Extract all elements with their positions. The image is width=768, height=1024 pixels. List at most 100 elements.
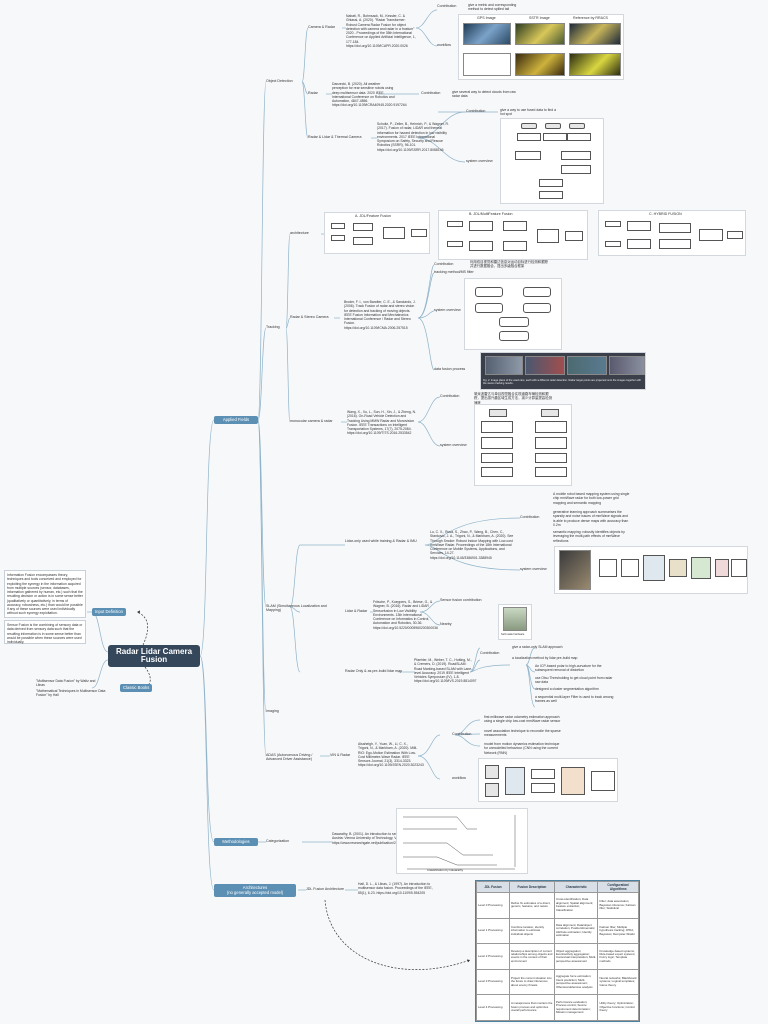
- label-workflow-2: workflow: [452, 776, 466, 780]
- table-header: Configuration/ Algorithms: [597, 881, 639, 893]
- table-cell: Knowledge-based systems; Rule-based expe…: [597, 943, 639, 970]
- node-radar[interactable]: Radar: [308, 91, 318, 95]
- contrib-adas-3: model from motion dynamics estimation te…: [484, 742, 560, 755]
- table-cell: Kalman filter; Multiple hypothesis track…: [597, 917, 639, 945]
- branch-methodologies[interactable]: Methodologies: [214, 838, 258, 846]
- contrib-lidar-cam-2: generative learning approach summarises …: [553, 510, 629, 527]
- node-input-definition[interactable]: Input Definition: [92, 608, 126, 616]
- label-contribution-3: Contribution: [466, 109, 486, 113]
- table-cell: Filter; data association; Bayesian infer…: [597, 892, 639, 919]
- label-contribution-1: Contribution: [437, 4, 457, 8]
- table-cell: Project the current situation into the f…: [508, 968, 555, 996]
- table-row: Level 1 Processing Combine location, ide…: [476, 917, 639, 945]
- label-contribution-8: Contribution: [452, 732, 472, 736]
- dasarathy-axis-label: Classification by Dasarathy: [427, 868, 464, 872]
- label-tracking-method: tracking method/MS filter: [434, 270, 474, 274]
- node-adas[interactable]: ADAS (Autonomous Driving / Advanced Driv…: [266, 753, 313, 761]
- contrib-lidar-cam-1: A mobile robot based mapping system usin…: [553, 492, 630, 505]
- node-slam[interactable]: SLAM (Simultaneous Localization and Mapp…: [266, 604, 327, 612]
- node-adas-sensor[interactable]: VIN & Radar: [330, 753, 351, 757]
- label-workflow-1: workflow: [437, 43, 451, 47]
- branch-architectures[interactable]: Architectures (no generally accepted mod…: [214, 884, 296, 897]
- jdl-table: JDL Fusion Fusion Description Characteri…: [475, 880, 640, 1022]
- table-row: Level 0 Processing Refine fix estimates …: [476, 892, 639, 919]
- tile-label: SSTR Image: [529, 16, 550, 20]
- contrib-radar-gps-5: designed a cluster segmentation algorith…: [535, 687, 599, 691]
- figure-arch-a: A. JDL/Feature Fusion: [324, 212, 430, 254]
- information-fusion-note: Information Fusion encompasses theory, t…: [4, 570, 86, 618]
- ref-jdl: Hall, D. L., & Llinas, J. (1997). An int…: [358, 882, 433, 895]
- table-row: Level 3 Processing Project the current s…: [476, 968, 639, 996]
- figure-arch-b: B. JDL/MultiFeature Fusion: [438, 210, 588, 260]
- label-system-overview-1: system overview: [466, 159, 493, 163]
- arch-title: B. JDL/MultiFeature Fusion: [469, 212, 513, 216]
- ref-radar-stereo: Broder, F. I., von Bandter, C. E., & San…: [344, 300, 416, 330]
- label-sensor-fusion-contribution: Sensor fusion contribution: [440, 598, 482, 602]
- figure-data-fusion-process: Fig. 2. Image plane of the used cars, ea…: [480, 352, 646, 390]
- node-categorization[interactable]: Categorization: [266, 839, 290, 843]
- table-cell: Utility theory; Optimization; Objective …: [597, 994, 639, 1021]
- node-camera-radar[interactable]: Camera & Radar: [308, 25, 335, 29]
- table-row: Level 4 Processing A metaprocess that mo…: [476, 994, 639, 1021]
- table-cell: Level 4 Processing: [476, 994, 510, 1021]
- table-cell: Performance evaluation; Process control;…: [553, 994, 599, 1021]
- table-cell: Level 0 Processing: [476, 892, 510, 919]
- contrib-radar-gps-4: use Otsu Thresholding to get cloud point…: [535, 676, 613, 685]
- table-header: Characteristic: [553, 881, 599, 893]
- root-topic[interactable]: Radar Lidar Camera Fusion: [108, 645, 200, 667]
- node-lidar-cam[interactable]: Lidar-only used while training & Radar &…: [345, 539, 417, 543]
- label-contribution-7: Contribution: [480, 651, 500, 655]
- table-cell: Object aggregation; Event/activity aggre…: [553, 943, 599, 970]
- figure-camera-radar-workflow: GPS Image SSTR Image Reference by RRACS: [458, 14, 624, 80]
- table-cell: A metaprocess that monitors the fusion p…: [508, 994, 555, 1021]
- label-system-overview-4: system overview: [520, 567, 547, 571]
- contrib-radar-gps-2: a localization method by lidar pre-build…: [512, 656, 578, 660]
- node-lidar-radar[interactable]: Lidar & Radar: [345, 609, 368, 613]
- table-cell: Data alignment; Data/object correlation;…: [553, 917, 599, 945]
- contrib-radar-stereo: 利用双目视觉和雷达信息对运动目标进行检测和跟踪并进行数据融合，提出多级融合框架: [470, 260, 548, 269]
- figure-slam-system-overview: [554, 546, 748, 594]
- classic-book-1: "Multisensor Data Fusion" by Waltz and L…: [36, 679, 96, 688]
- node-tracking[interactable]: Tracking: [266, 325, 280, 329]
- table-cell: Combine location, identity information t…: [508, 917, 555, 945]
- label-nearby: Nearby: [440, 622, 452, 626]
- arch-title: A. JDL/Feature Fusion: [355, 214, 391, 218]
- table-cell: Level 3 Processing: [476, 968, 510, 996]
- label-system-overview-2: system overview: [434, 308, 461, 312]
- figure-adas-workflow: [478, 758, 618, 802]
- node-radar-lidar-thermal[interactable]: Radar & Lidar & Thermal Camera: [308, 135, 362, 139]
- tile-label: GPS Image: [477, 16, 496, 20]
- label-system-overview-3: system overview: [440, 443, 467, 447]
- table-header: JDL Fusion: [476, 881, 510, 893]
- ref-radar-lidar-thermal: Schultz, P., Zeller, B., Heinrich, P., &…: [377, 122, 449, 152]
- contrib-lidar-cam-3: semantic mapping: robustly identifies ob…: [553, 530, 625, 543]
- node-jdl[interactable]: JDL Fusion Architecture: [306, 887, 345, 891]
- contrib-adas-1: first milliwave radar odometry estimatio…: [484, 715, 561, 724]
- node-mono-radar[interactable]: monocular camera & radar: [290, 419, 333, 423]
- figure-rs-system-overview: [464, 278, 562, 350]
- hardware-caption: Self-made hardware: [501, 633, 525, 636]
- node-imaging[interactable]: Imaging: [266, 709, 279, 713]
- node-object-detection[interactable]: Object Detection: [266, 79, 293, 83]
- table-cell: Cross-identification; Data alignment; Sp…: [553, 892, 599, 919]
- ref-radar-gps: Pfaehler, M., Weber, T. C., Hutting, M.,…: [414, 658, 477, 684]
- node-radar-stereo[interactable]: Radar & Stereo Camera: [290, 315, 329, 319]
- ref-adas: Alsaheigh, Y., Yuan, W., Li, C. X., Trig…: [358, 742, 424, 768]
- node-classic-books[interactable]: Classic Books: [120, 684, 153, 692]
- label-contribution-6: Contribution: [520, 515, 540, 519]
- sensor-fusion-note: Sensor Fusion is the combining of sensor…: [4, 620, 86, 644]
- figure-dasarathy-classification: Classification by Dasarathy: [396, 808, 528, 874]
- figure-caption: Fig. 2. Image plane of the used cars, ea…: [483, 379, 642, 386]
- contrib-radar-gps-1: give a radar-only SLAM approach: [512, 645, 563, 649]
- label-data-fusion-process: data fusion process: [434, 367, 466, 371]
- ref-camera-radar: Nabati, R., Bohnsack, M., Kessler, C. & …: [346, 14, 416, 48]
- contrib-radar-gps-3: An ICP-based polar to high-curvature for…: [535, 664, 602, 673]
- ref-lidar-radar: Fritsche, P., Kueppers, S., Briese, G., …: [373, 600, 438, 630]
- branch-applied-fields[interactable]: Applied Fields: [214, 416, 258, 424]
- table-cell: Aggregate force estimation; Intent predi…: [553, 968, 599, 996]
- dasarathy-diagram: [403, 815, 516, 870]
- label-architecture: architecture: [290, 231, 309, 235]
- table-cell: Neural networks; Blackboard systems; Log…: [597, 968, 639, 996]
- node-radar-gps[interactable]: Radar Only & as pre-build lidar map: [345, 669, 403, 673]
- label-contribution-2: Contribution: [421, 91, 441, 95]
